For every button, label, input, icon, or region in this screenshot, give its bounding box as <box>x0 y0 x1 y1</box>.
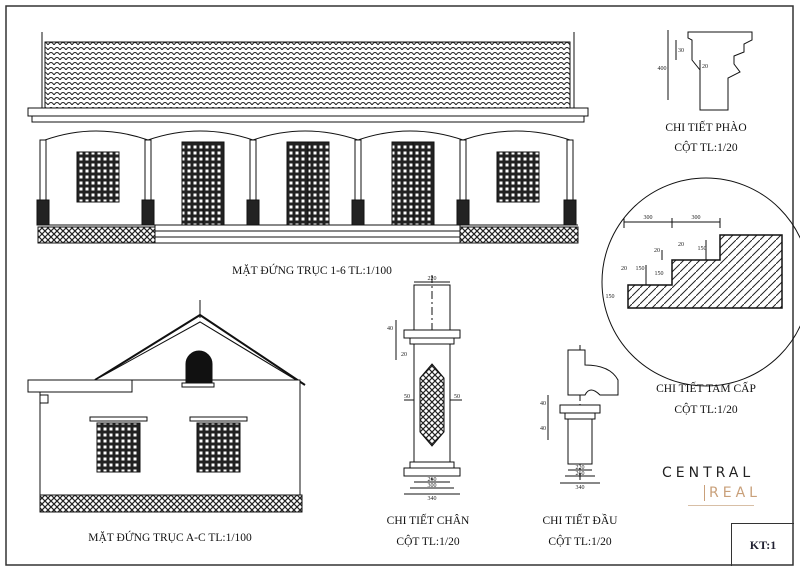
svg-text:260: 260 <box>428 477 437 483</box>
central-real-logo: CENTRAL REAL <box>662 465 761 506</box>
steps-title: CHI TIẾT TAM CẤP <box>656 380 756 395</box>
svg-text:20: 20 <box>654 248 660 254</box>
cornice-scale: CỘT TL:1/20 <box>674 140 737 154</box>
sheet-id: KT:1 <box>731 523 794 566</box>
steps-scale: CỘT TL:1/20 <box>674 402 737 416</box>
svg-text:300: 300 <box>644 215 653 221</box>
svg-text:20: 20 <box>702 64 708 70</box>
svg-text:260: 260 <box>576 471 585 477</box>
cornice-detail <box>667 30 753 111</box>
svg-text:30: 30 <box>678 48 684 54</box>
steps-detail <box>601 177 800 387</box>
svg-text:340: 340 <box>576 485 585 491</box>
svg-text:20: 20 <box>678 242 684 248</box>
cornice-title: CHI TIẾT PHÀO <box>665 119 746 134</box>
svg-text:40: 40 <box>387 326 393 332</box>
column-base-title: CHI TIẾT CHÂN <box>387 512 470 527</box>
side-elevation-label: MẶT ĐỨNG TRỤC A-C TL:1/100 <box>88 530 252 544</box>
column-base-detail <box>395 275 462 495</box>
svg-text:150: 150 <box>655 271 664 277</box>
column-capital-detail <box>547 345 619 484</box>
svg-text:20: 20 <box>621 266 627 272</box>
svg-text:150: 150 <box>606 294 615 300</box>
svg-text:300: 300 <box>692 215 701 221</box>
front-elevation <box>27 32 589 244</box>
sheet-frame <box>5 5 794 566</box>
side-elevation <box>27 300 306 513</box>
svg-text:150: 150 <box>698 246 707 252</box>
front-elevation-label: MẶT ĐỨNG TRỤC 1-6 TL:1/100 <box>232 263 392 277</box>
svg-text:50: 50 <box>404 394 410 400</box>
svg-text:40: 40 <box>540 401 546 407</box>
svg-text:150: 150 <box>636 266 645 272</box>
svg-text:20: 20 <box>401 352 407 358</box>
svg-text:340: 340 <box>428 496 437 502</box>
column-capital-scale: CỘT TL:1/20 <box>548 534 611 548</box>
svg-text:50: 50 <box>454 394 460 400</box>
column-capital-title: CHI TIẾT ĐẦU <box>543 512 619 527</box>
svg-text:220: 220 <box>576 465 585 471</box>
svg-text:300: 300 <box>428 483 437 489</box>
svg-text:220: 220 <box>428 276 437 282</box>
column-base-scale: CỘT TL:1/20 <box>396 534 459 548</box>
svg-text:400: 400 <box>658 66 667 72</box>
svg-text:40: 40 <box>540 426 546 432</box>
